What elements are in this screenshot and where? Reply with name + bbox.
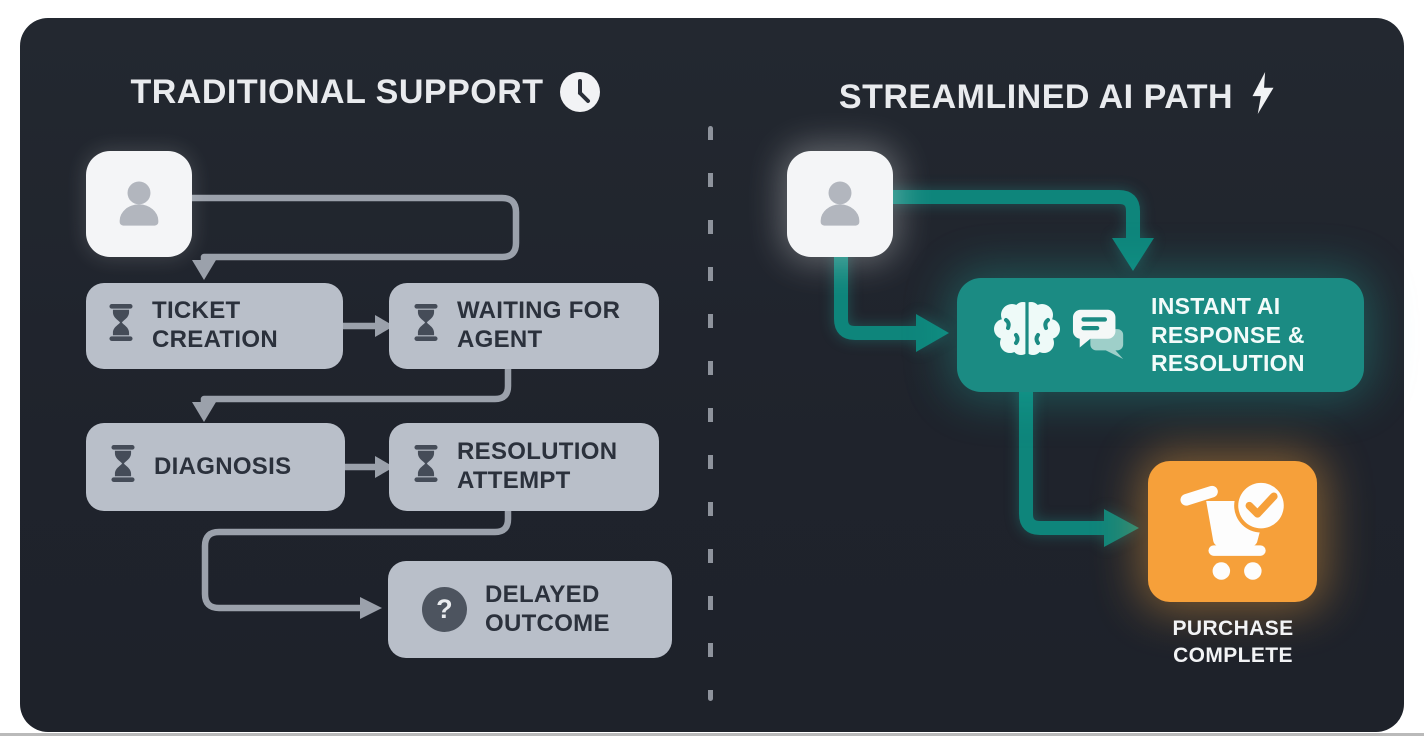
purchase-complete-label: PURCHASE COMPLETE xyxy=(1172,617,1294,668)
clock-icon xyxy=(559,72,600,112)
question-mark-icon: ? xyxy=(422,587,467,632)
user-icon xyxy=(811,173,869,236)
step-resolution-attempt: RESOLUTION ATTEMPT xyxy=(389,423,659,511)
hourglass-icon xyxy=(411,303,441,349)
brain-icon xyxy=(991,298,1063,373)
dashed-divider xyxy=(708,126,713,701)
ai-response-node: INSTANT AI RESPONSE & RESOLUTION xyxy=(957,278,1364,392)
step-waiting-for-agent: WAITING FOR AGENT xyxy=(389,283,659,369)
hourglass-icon xyxy=(106,303,136,349)
customer-node-ai xyxy=(787,151,893,257)
step-label: DIAGNOSIS xyxy=(154,452,292,480)
traditional-support-title: TRADITIONAL SUPPORT xyxy=(130,72,544,111)
cart-check-icon xyxy=(1173,473,1293,590)
step-label: RESOLUTION ATTEMPT xyxy=(457,438,618,494)
traditional-support-title-row: TRADITIONAL SUPPORT xyxy=(20,72,710,112)
card-bottom-edge xyxy=(0,733,1424,736)
lightning-icon xyxy=(1249,72,1277,123)
chat-bubbles-icon xyxy=(1071,304,1129,367)
hourglass-icon xyxy=(411,444,441,490)
step-ticket-creation: TICKET CREATION xyxy=(86,283,343,369)
hourglass-icon xyxy=(108,444,138,490)
step-diagnosis: DIAGNOSIS xyxy=(86,423,345,511)
user-icon xyxy=(110,173,168,236)
step-label: WAITING FOR AGENT xyxy=(457,297,621,353)
purchase-complete-node xyxy=(1148,461,1317,602)
step-label: TICKET CREATION xyxy=(152,297,278,353)
streamlined-ai-title: STREAMLINED AI PATH xyxy=(838,78,1234,116)
step-delayed-outcome: ? DELAYED OUTCOME xyxy=(388,561,672,658)
customer-node-traditional xyxy=(86,151,192,257)
step-label: DELAYED OUTCOME xyxy=(485,580,610,637)
ai-node-label: INSTANT AI RESPONSE & RESOLUTION xyxy=(1151,292,1305,377)
streamlined-ai-title-row: STREAMLINED AI PATH xyxy=(712,72,1404,123)
